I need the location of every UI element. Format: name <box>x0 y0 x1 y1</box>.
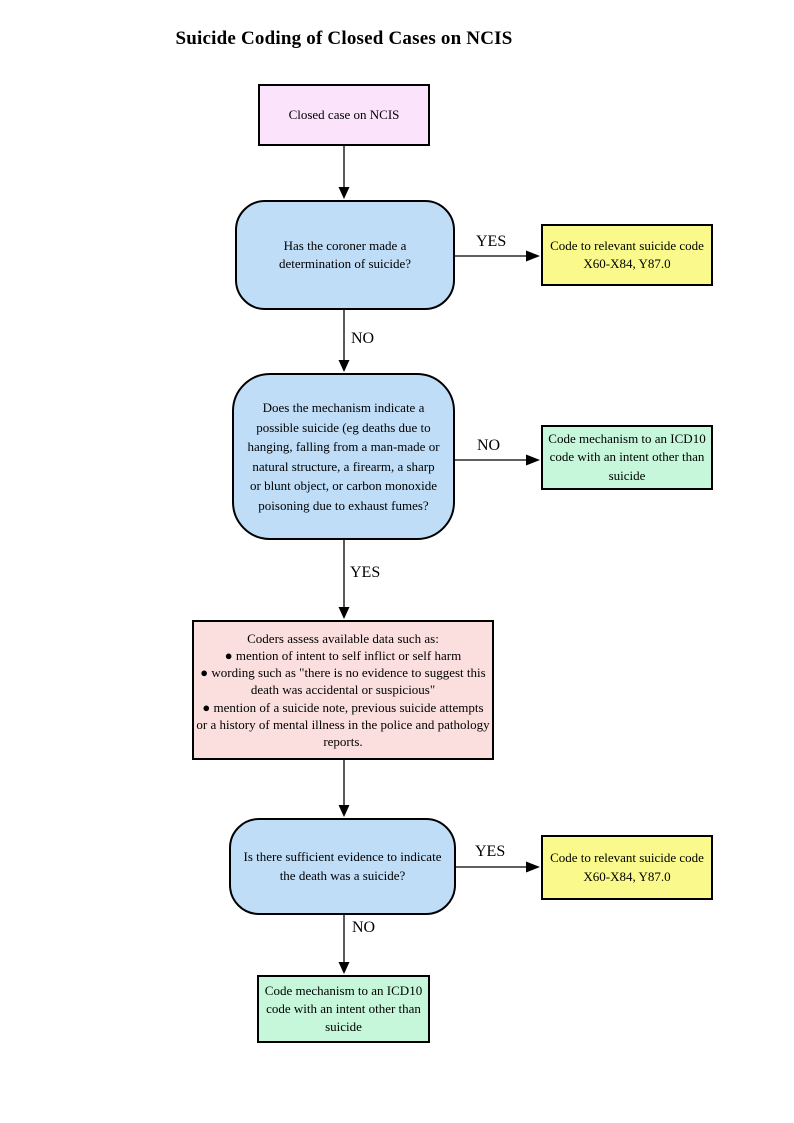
edge-label-evidence-no: NO <box>352 919 376 936</box>
node-code-other-intent-2: Code mechanism to an ICD10 code with an … <box>257 975 430 1043</box>
arrowhead-evidence-no <box>338 962 350 974</box>
node-decision-mechanism-label: Does the mechanism indicate a possible s… <box>247 400 440 513</box>
node-code-suicide-1-label: Code to relevant suicide code X60-X84, Y… <box>550 237 704 271</box>
node-start-closed-case: Closed case on NCIS <box>258 84 430 146</box>
node-code-suicide-2-label: Code to relevant suicide code X60-X84, Y… <box>550 850 704 884</box>
node-decision-coroner-label: Has the coroner made a determination of … <box>278 237 412 271</box>
node-code-suicide-1: Code to relevant suicide code X60-X84, Y… <box>541 224 713 286</box>
node-decision-coroner: Has the coroner made a determination of … <box>235 200 455 310</box>
arrowhead-assess-to-evidence <box>338 805 350 817</box>
assess-bullet-3: ● mention of a suicide note, previous su… <box>196 699 490 749</box>
assess-bullet-2: ● wording such as "there is no evidence … <box>200 665 486 698</box>
edge-label-mechanism-yes: YES <box>350 564 381 581</box>
arrowhead-mechanism-yes <box>338 607 350 619</box>
edge-label-coroner-yes: YES <box>476 233 507 250</box>
arrowhead-coroner-no <box>338 360 350 372</box>
node-decision-evidence: Is there sufficient evidence to indicate… <box>229 818 456 915</box>
arrowhead-start-to-coroner <box>338 187 350 199</box>
node-code-suicide-2: Code to relevant suicide code X60-X84, Y… <box>541 835 713 900</box>
node-code-other-intent-2-label: Code mechanism to an ICD10 code with an … <box>264 982 423 1035</box>
assess-bullet-1: ● mention of intent to self inflict or s… <box>224 648 462 664</box>
node-coders-assess: Coders assess available data such as: ● … <box>192 620 494 760</box>
arrowhead-coroner-yes <box>526 250 540 262</box>
edge-label-evidence-yes: YES <box>475 843 506 860</box>
arrowhead-evidence-yes <box>526 861 540 873</box>
node-decision-mechanism: Does the mechanism indicate a possible s… <box>232 373 455 540</box>
node-code-other-intent-1-label: Code mechanism to an ICD10 code with an … <box>548 431 706 483</box>
node-start-label: Closed case on NCIS <box>288 106 400 122</box>
page-title: Suicide Coding of Closed Cases on NCIS <box>175 28 513 49</box>
arrowhead-mechanism-no <box>526 454 540 466</box>
assess-title: Coders assess available data such as: <box>247 630 439 646</box>
edge-label-mechanism-no: NO <box>477 437 501 454</box>
node-decision-evidence-label: Is there sufficient evidence to indicate… <box>243 849 442 883</box>
edge-label-coroner-no: NO <box>351 330 375 347</box>
node-code-other-intent-1: Code mechanism to an ICD10 code with an … <box>541 425 713 490</box>
